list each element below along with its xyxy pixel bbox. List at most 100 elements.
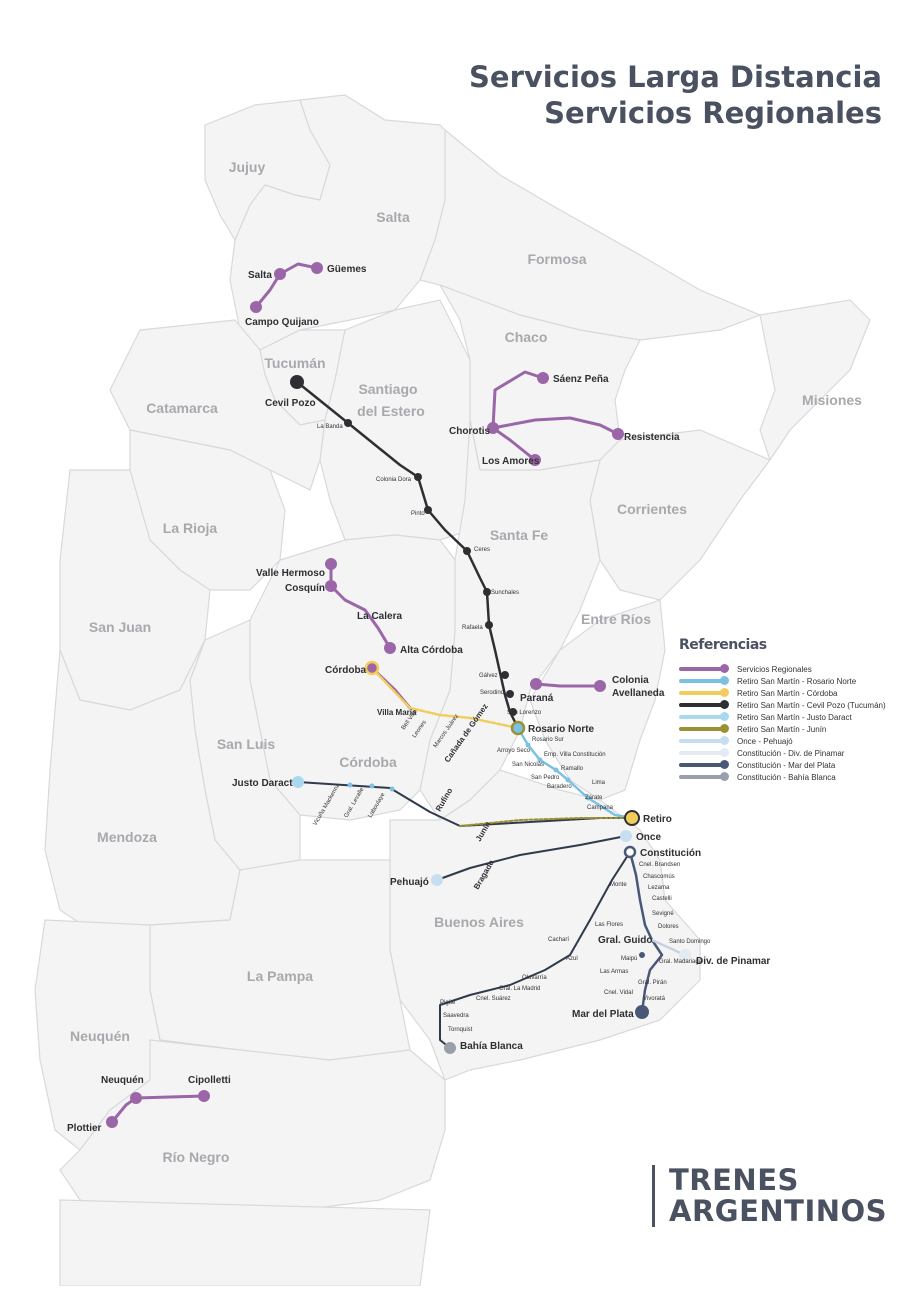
- station-marker-divpinamar: [679, 949, 691, 961]
- station-label-minor: Azul: [566, 956, 578, 962]
- legend-label: Constitución - Bahía Blanca: [737, 772, 836, 782]
- line-cordoba: [370, 666, 520, 730]
- legend-dot: [720, 724, 729, 733]
- station-marker-cipolletti: [198, 1090, 210, 1102]
- station-dot: [414, 473, 422, 481]
- province-shape-chubut: [59, 1199, 431, 1287]
- line-bahia-blanca: [439, 851, 631, 1049]
- station-label-minor: Ramallo: [561, 766, 584, 772]
- station-label-minor: Santo Domingo: [669, 939, 711, 945]
- line-pinamar: [650, 938, 687, 957]
- station-label: Resistencia: [624, 432, 680, 443]
- station-label: Salta: [248, 270, 272, 281]
- station-label: Güemes: [327, 264, 367, 275]
- legend-swatch: [679, 664, 729, 673]
- station-marker-once: [620, 830, 632, 842]
- legend-dot: [720, 736, 729, 745]
- station-label-minor: San Nicolás: [512, 762, 544, 768]
- station-label-minor: Gálvez: [479, 673, 498, 679]
- legend-item: Constitución - Div. de Pinamar: [679, 747, 899, 759]
- station-label-minor: Dolores: [658, 924, 679, 930]
- station-label-minor: Tornquist: [448, 1027, 473, 1033]
- line-neuquen: [110, 1094, 206, 1124]
- province-label: La Rioja: [163, 520, 218, 536]
- station-marker-altacordoba: [384, 642, 396, 654]
- province-label: Chaco: [505, 329, 548, 345]
- legend-label: Constitución - Div. de Pinamar: [737, 748, 845, 758]
- legend-dot: [720, 676, 729, 685]
- legend-swatch: [679, 700, 729, 709]
- station-label: Mar del Plata: [572, 1009, 634, 1020]
- station-label-minor: Castelli: [652, 896, 672, 902]
- station-label-minor: Arroyo Seco: [497, 748, 531, 754]
- legend-item: Retiro San Martín - Cevil Pozo (Tucumán): [679, 699, 899, 711]
- legend-swatch: [679, 760, 729, 769]
- province-label: San Luis: [217, 736, 276, 752]
- station-label: Retiro: [643, 814, 672, 825]
- legend-dot: [720, 760, 729, 769]
- station-dot: [424, 506, 432, 514]
- line-salta-quijano: [254, 272, 282, 309]
- station-label-minor: Pigüé: [440, 1000, 456, 1006]
- station-label: Córdoba: [325, 665, 367, 676]
- station-label-minor: Gral. La Madrid: [499, 986, 540, 992]
- line-chaco-saenz: [491, 370, 545, 430]
- station-label-minor: Chascomús: [643, 874, 675, 880]
- station-label: Chorotis: [449, 426, 491, 437]
- station-marker-mardelplata: [635, 1005, 649, 1019]
- station-label-minor: Sevigné: [652, 911, 674, 917]
- province-labels: Jujuy Salta Formosa Chaco Tucumán Santia…: [70, 159, 862, 1165]
- station-label: Los Amores: [482, 456, 540, 467]
- station-label: Cipolletti: [188, 1075, 231, 1086]
- station-label: Alta Córdoba: [400, 645, 463, 656]
- station-dot: [347, 782, 353, 788]
- province-shape-misiones: [759, 299, 871, 462]
- legend-item: Retiro San Martín - Córdoba: [679, 687, 899, 699]
- legend-item: Constitución - Mar del Plata: [679, 759, 899, 771]
- legend-dot: [720, 688, 729, 697]
- station-label-minor: Pinto: [411, 511, 425, 517]
- legend-label: Once - Pehuajó: [737, 736, 793, 746]
- station-dot: [565, 777, 571, 783]
- line-salta-guemes: [278, 262, 319, 276]
- station-label-minor: Vivoratá: [643, 996, 666, 1002]
- station-label-minor: San Pedro: [531, 775, 560, 781]
- province-label: San Juan: [89, 619, 151, 635]
- station-label-minor: Baradero: [547, 784, 572, 790]
- province-label: del Estero: [357, 403, 425, 419]
- station-label-minor: Lima: [592, 780, 606, 786]
- legend-swatch: [679, 712, 729, 721]
- station-dot: [585, 795, 591, 801]
- station-marker-pehuajo: [431, 874, 443, 886]
- province-label: Catamarca: [146, 400, 218, 416]
- legend-dot: [720, 772, 729, 781]
- legend-swatch: [679, 736, 729, 745]
- legend-swatch: [679, 772, 729, 781]
- legend-swatch: [679, 724, 729, 733]
- station-label-minor: Sunchales: [491, 590, 519, 596]
- province-label: Santiago: [358, 381, 417, 397]
- legend-item: Servicios Regionales: [679, 663, 899, 675]
- station-marker-parana: [530, 678, 542, 690]
- station-marker-rosarionorte: [510, 720, 526, 736]
- map-subtitle: Servicios Regionales: [544, 96, 882, 130]
- station-label-minor: Serodino: [480, 690, 505, 696]
- station-marker-justodaract: [292, 776, 304, 788]
- legend-label: Retiro San Martín - Rosario Norte: [737, 676, 857, 686]
- provinces-layer: [34, 94, 871, 1287]
- legend-dot: [720, 748, 729, 757]
- station-marker-chorotis: [487, 422, 499, 434]
- station-label: Gral. Guido: [598, 935, 652, 946]
- legend-dot: [720, 664, 729, 673]
- legend-label: Retiro San Martín - Córdoba: [737, 688, 838, 698]
- station-label-minor: Gral. Pirán: [638, 980, 667, 986]
- station-dot: [483, 588, 491, 596]
- station-dot: [344, 419, 352, 427]
- line-chaco-resistencia: [491, 416, 620, 436]
- station-dot: [537, 757, 543, 763]
- station-dot: [389, 786, 395, 792]
- station-marker-cordoba: [364, 660, 380, 676]
- station-marker-bahiablanca: [444, 1042, 456, 1054]
- station-marker-neuquen: [130, 1092, 142, 1104]
